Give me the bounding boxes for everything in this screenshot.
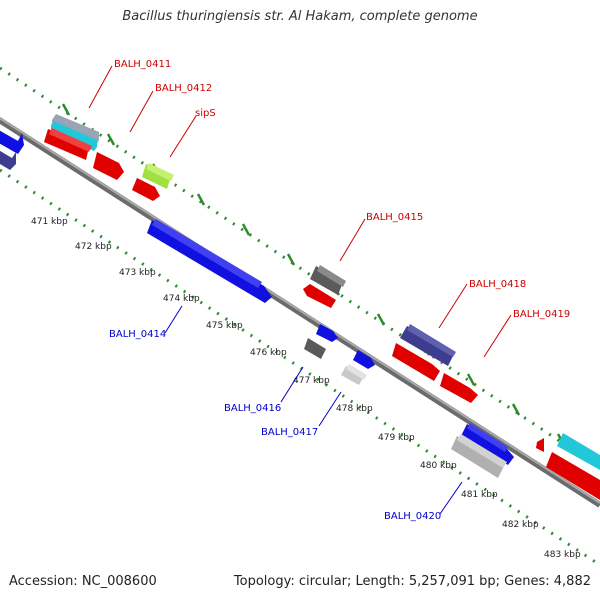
feature-balh-0420-face[interactable] — [457, 434, 507, 468]
feature-right-cyan[interactable] — [557, 433, 600, 470]
tick-label: 471 kbp — [31, 217, 68, 227]
gene-label-balh-0420[interactable]: BALH_0420 — [384, 511, 441, 522]
feature-balh-0416[interactable] — [304, 338, 326, 359]
tick-label: 476 kbp — [250, 348, 287, 358]
tick-label: 479 kbp — [378, 433, 415, 443]
gene-label-balh-0412[interactable]: BALH_0412 — [155, 83, 212, 94]
feature-red-4[interactable] — [392, 343, 440, 381]
feature-balh-0415-face[interactable] — [317, 265, 346, 287]
chromosome-backbone — [0, 116, 600, 508]
tick-label: 482 kbp — [502, 520, 539, 530]
feature-balh-0418-face[interactable] — [407, 324, 456, 357]
feature-balh-0415[interactable] — [310, 266, 343, 295]
gene-label-balh-0416[interactable]: BALH_0416 — [224, 403, 281, 414]
feature-balh-0412[interactable] — [93, 152, 124, 180]
leader-lines — [88, 65, 512, 515]
inner-tick-ring — [0, 168, 600, 567]
tick-label: 475 kbp — [206, 321, 243, 331]
feature-left-slate[interactable] — [0, 145, 16, 170]
accession-text: Accession: NC_008600 — [9, 574, 157, 589]
kbp-tick-labels: 471 kbp 472 kbp 473 kbp 474 kbp 475 kbp … — [31, 217, 581, 560]
feature-blue-small-2[interactable] — [353, 350, 375, 369]
feature-balh-0419[interactable] — [440, 373, 478, 403]
feature-balh-0417[interactable] — [341, 366, 364, 385]
tick-label: 481 kbp — [461, 490, 498, 500]
feature-balh-0418[interactable] — [400, 326, 454, 366]
feature-sips-face[interactable] — [146, 163, 174, 181]
feature-balh-0414[interactable] — [147, 220, 272, 303]
feature-balh-0420[interactable] — [451, 436, 505, 478]
tick-label: 474 kbp — [163, 294, 200, 304]
tick-label: 483 kbp — [544, 550, 581, 560]
feature-red-1-face[interactable] — [49, 128, 92, 152]
feature-blue-small-1[interactable] — [316, 324, 338, 342]
tick-label: 480 kbp — [420, 461, 457, 471]
gene-label-sips[interactable]: sipS — [195, 108, 216, 119]
map-title: Bacillus thuringiensis str. Al Hakam, co… — [122, 9, 478, 24]
gene-label-balh-0419[interactable]: BALH_0419 — [513, 309, 570, 320]
tick-label: 478 kbp — [336, 404, 373, 414]
feature-red-small[interactable] — [536, 438, 544, 452]
gene-label-balh-0415[interactable]: BALH_0415 — [366, 212, 423, 223]
feature-right-red[interactable] — [546, 452, 600, 500]
gene-label-balh-0411[interactable]: BALH_0411 — [114, 59, 171, 70]
feature-red-3[interactable] — [303, 284, 336, 308]
tick-label: 472 kbp — [75, 242, 112, 252]
genome-summary-text: Topology: circular; Length: 5,257,091 bp… — [233, 574, 591, 589]
gene-label-balh-0414[interactable]: BALH_0414 — [109, 329, 166, 340]
gene-label-balh-0418[interactable]: BALH_0418 — [469, 279, 526, 290]
tick-label: 473 kbp — [119, 268, 156, 278]
feature-balh-0417-face[interactable] — [346, 364, 367, 380]
feature-track — [0, 114, 600, 500]
feature-left-blue[interactable] — [0, 125, 24, 154]
feature-blue-3[interactable] — [461, 424, 514, 465]
outer-tick-ring — [0, 66, 600, 470]
tick-label: 477 kbp — [293, 376, 330, 386]
gene-label-balh-0417[interactable]: BALH_0417 — [261, 427, 318, 438]
feature-balh-0414-face[interactable] — [152, 219, 262, 288]
feature-red-2[interactable] — [132, 178, 160, 201]
feature-blue-3-face[interactable] — [467, 423, 508, 452]
gene-labels: BALH_0411 BALH_0412 sipS BALH_0415 BALH_… — [109, 59, 570, 522]
